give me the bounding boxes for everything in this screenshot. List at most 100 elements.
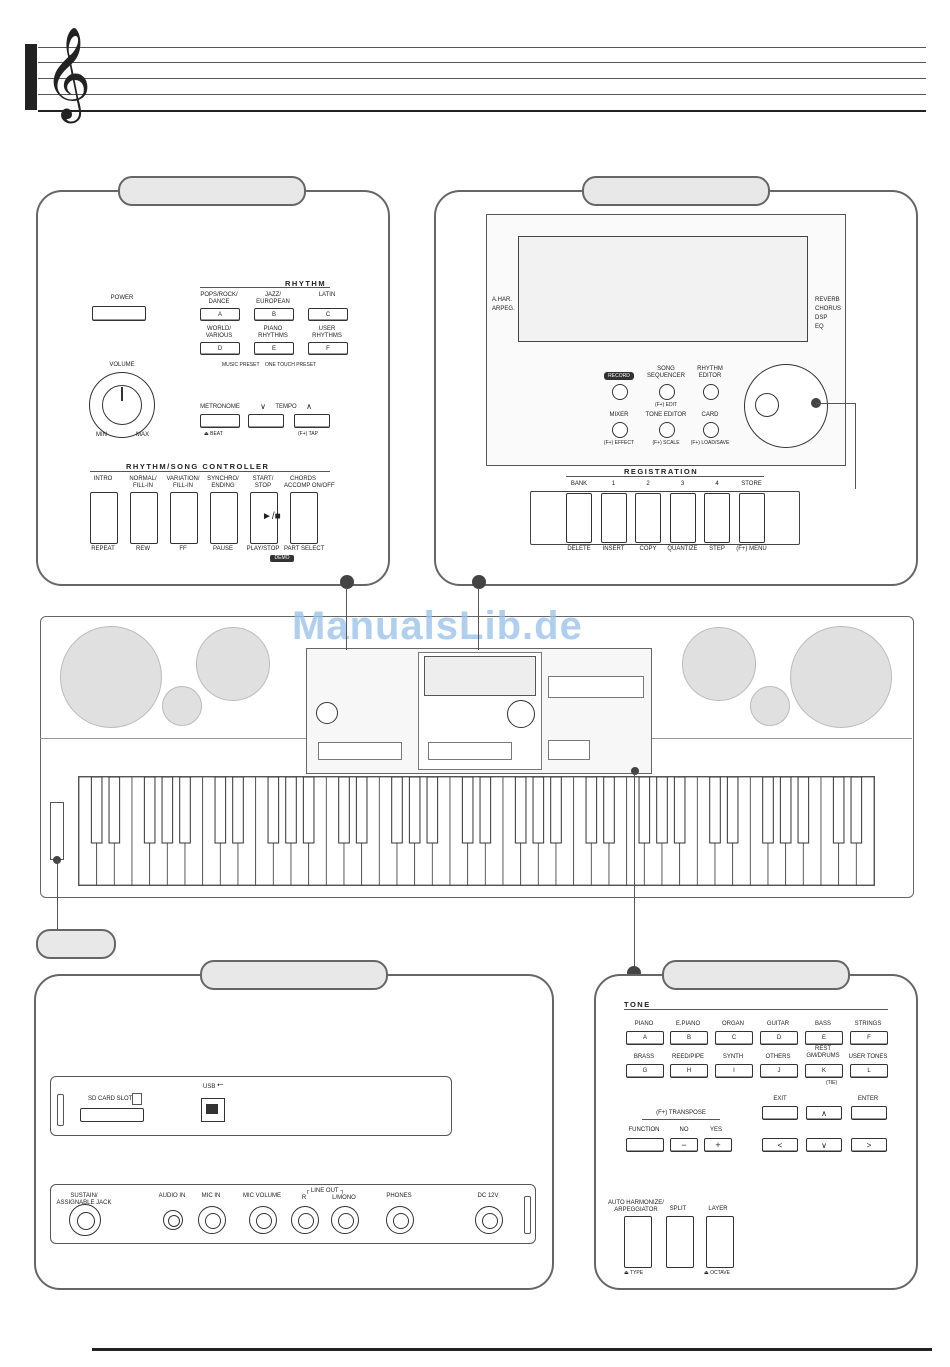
black-key[interactable] — [550, 777, 562, 844]
black-key[interactable] — [585, 777, 598, 844]
up-button[interactable]: ∧ — [806, 1106, 842, 1120]
black-key[interactable] — [779, 777, 792, 844]
black-key[interactable] — [90, 777, 103, 844]
tone-button-l[interactable]: L — [850, 1064, 888, 1078]
tone-button-b[interactable]: B — [670, 1031, 708, 1045]
tone-button-c[interactable]: C — [715, 1031, 753, 1045]
black-key[interactable] — [408, 777, 421, 844]
registration-button-4[interactable] — [704, 493, 730, 543]
controller-button-0[interactable] — [90, 492, 118, 544]
tone-button-a[interactable]: A — [626, 1031, 664, 1045]
jack-7[interactable] — [475, 1206, 503, 1234]
usb-port[interactable] — [201, 1098, 225, 1122]
black-key[interactable] — [673, 777, 686, 844]
black-key[interactable] — [656, 777, 668, 844]
yes-plus-button[interactable]: + — [704, 1138, 732, 1152]
no-minus-button[interactable]: − — [670, 1138, 698, 1152]
controller-button-4[interactable] — [250, 492, 278, 544]
black-key[interactable] — [214, 777, 227, 844]
black-key[interactable] — [338, 777, 350, 844]
controller-bottom-label-1: REW — [136, 546, 150, 552]
jack-label-4: R — [301, 1195, 307, 1201]
power-button[interactable] — [92, 306, 146, 321]
jack-0[interactable] — [69, 1204, 101, 1236]
black-key[interactable] — [850, 777, 863, 844]
jack-1[interactable] — [163, 1210, 183, 1230]
exit-button[interactable] — [762, 1106, 798, 1120]
pitch-bend-wheel — [50, 802, 64, 860]
black-key[interactable] — [161, 777, 174, 844]
black-key[interactable] — [232, 777, 244, 844]
function-button[interactable] — [626, 1138, 664, 1152]
registration-button-2[interactable] — [635, 493, 661, 543]
song-sequencer-button[interactable] — [659, 384, 675, 400]
tempo-up-button[interactable] — [294, 414, 330, 428]
layer-button[interactable] — [706, 1216, 734, 1268]
tone-button-g[interactable]: G — [626, 1064, 664, 1078]
rhythm-editor-button[interactable] — [703, 384, 719, 400]
black-key[interactable] — [762, 777, 774, 844]
black-key[interactable] — [603, 777, 615, 844]
controller-button-3[interactable] — [210, 492, 238, 544]
tone-button-k[interactable]: K — [805, 1064, 843, 1078]
tone-button-i[interactable]: I — [715, 1064, 753, 1078]
jack-3[interactable] — [249, 1206, 277, 1234]
black-key[interactable] — [514, 777, 527, 844]
registration-button-0[interactable] — [566, 493, 592, 543]
black-key[interactable] — [108, 777, 121, 844]
tone-button-f[interactable]: F — [850, 1031, 888, 1045]
split-button[interactable] — [666, 1216, 694, 1268]
jack-4[interactable] — [291, 1206, 319, 1234]
tone-button-e[interactable]: E — [805, 1031, 843, 1045]
right-button[interactable]: > — [851, 1138, 887, 1152]
tone-button-d[interactable]: D — [760, 1031, 798, 1045]
tempo-down-button[interactable] — [248, 414, 284, 428]
enter-button[interactable] — [851, 1106, 887, 1120]
tone-button-j[interactable]: J — [760, 1064, 798, 1078]
black-key[interactable] — [143, 777, 156, 844]
jack-6[interactable] — [386, 1206, 414, 1234]
black-key[interactable] — [267, 777, 280, 844]
black-key[interactable] — [726, 777, 739, 844]
card-button[interactable] — [703, 422, 719, 438]
registration-button-1[interactable] — [600, 493, 627, 543]
rhythm-button-d[interactable]: D — [200, 342, 240, 355]
black-key[interactable] — [479, 777, 492, 844]
black-key[interactable] — [285, 777, 297, 844]
auto-harmonize-button[interactable] — [624, 1216, 652, 1268]
registration-button-3[interactable] — [669, 493, 696, 543]
sd-card-slot[interactable] — [80, 1108, 144, 1122]
black-key[interactable] — [461, 777, 474, 844]
black-key[interactable] — [391, 777, 403, 844]
black-key[interactable] — [638, 777, 651, 844]
controller-button-1[interactable] — [130, 492, 158, 544]
controller-button-2[interactable] — [170, 492, 198, 544]
jack-2[interactable] — [198, 1206, 226, 1234]
tone-editor-button[interactable] — [659, 422, 675, 438]
black-key[interactable] — [302, 777, 315, 844]
rhythm-button-a[interactable]: A — [200, 308, 240, 321]
left-button[interactable]: < — [762, 1138, 798, 1152]
black-key[interactable] — [426, 777, 439, 844]
rhythm-button-b[interactable]: B — [254, 308, 294, 321]
tone-callout-line — [634, 772, 635, 972]
down-button[interactable]: ∨ — [806, 1138, 842, 1152]
rhythm-button-f[interactable]: F — [308, 342, 348, 355]
black-key[interactable] — [709, 777, 721, 844]
jack-frame — [50, 1184, 536, 1244]
black-key[interactable] — [355, 777, 368, 844]
jack-5[interactable] — [331, 1206, 359, 1234]
metronome-button[interactable] — [200, 414, 240, 428]
black-key[interactable] — [179, 777, 191, 844]
black-key[interactable] — [532, 777, 545, 844]
record-button[interactable] — [612, 384, 628, 400]
black-key[interactable] — [832, 777, 845, 844]
black-key[interactable] — [797, 777, 810, 844]
registration-button-5[interactable] — [738, 493, 765, 543]
controller-button-5[interactable] — [290, 492, 318, 544]
tone-button-h[interactable]: H — [670, 1064, 708, 1078]
rhythm-button-c[interactable]: C — [308, 308, 348, 321]
mixer-button[interactable] — [612, 422, 628, 438]
volume-knob[interactable] — [89, 372, 155, 438]
rhythm-button-e[interactable]: E — [254, 342, 294, 355]
